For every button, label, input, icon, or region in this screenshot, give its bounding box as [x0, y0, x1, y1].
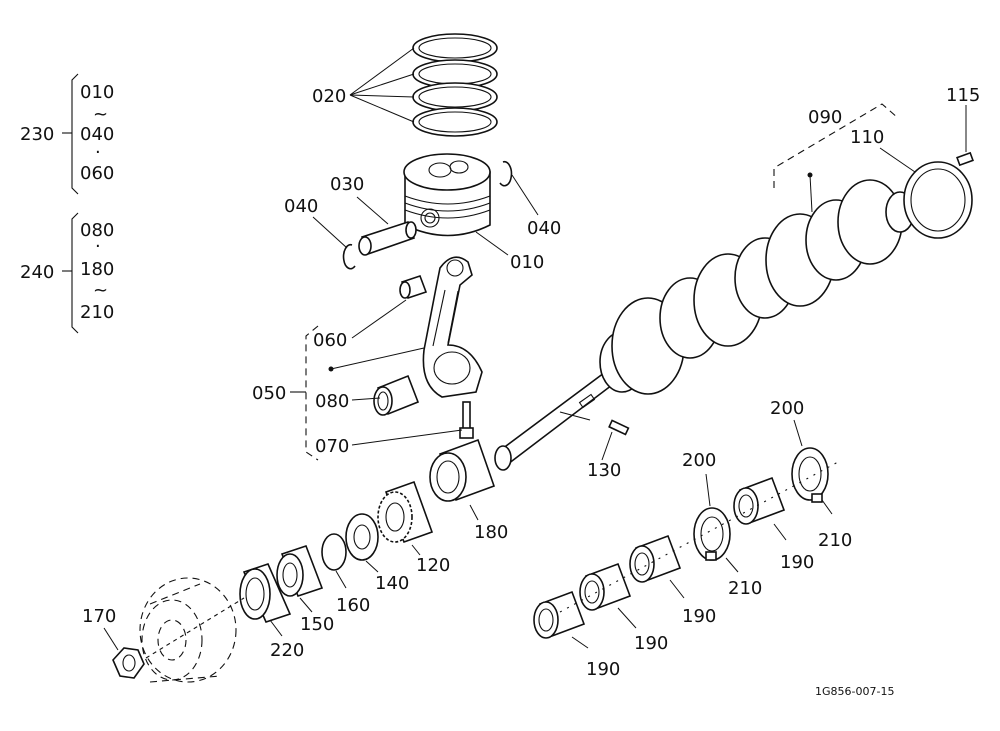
group-230-item: · — [95, 142, 101, 163]
label-080: 080 — [315, 391, 349, 412]
label-050: 050 — [252, 383, 286, 404]
group-240-item: 180 — [80, 259, 114, 280]
label-220: 220 — [270, 640, 304, 661]
main-bearing — [579, 562, 632, 611]
label-200-a: 200 — [682, 450, 716, 471]
crankshaft-pulley — [139, 577, 237, 683]
o-ring — [321, 533, 347, 571]
piston-ring-set — [412, 33, 498, 137]
piston — [403, 153, 491, 237]
group-230-label: 230 — [20, 124, 54, 145]
group-240-item: 080 — [80, 220, 114, 241]
crankshaft — [494, 179, 915, 471]
label-110: 110 — [850, 127, 884, 148]
thrust-washer — [693, 507, 731, 561]
label-140: 140 — [375, 573, 409, 594]
label-060: 060 — [313, 330, 347, 351]
group-240: 240 080 · 180 ~ 210 — [20, 212, 114, 334]
label-170: 170 — [82, 606, 116, 627]
group-230-item: 040 — [80, 124, 114, 145]
label-180: 180 — [474, 522, 508, 543]
oil-seal-front — [239, 563, 292, 623]
connecting-rod — [422, 256, 483, 398]
big-end-bearing — [373, 374, 420, 416]
group-240-item: 210 — [80, 302, 114, 323]
label-010: 010 — [510, 252, 544, 273]
label-070: 070 — [315, 436, 349, 457]
snap-ring-left — [342, 243, 356, 270]
feather-key — [608, 419, 630, 436]
label-190-d: 190 — [780, 552, 814, 573]
group-230: 230 010 ~ 040 · 060 — [20, 73, 114, 195]
label-115: 115 — [946, 85, 980, 106]
label-190-b: 190 — [634, 633, 668, 654]
group-240-item: ~ — [93, 280, 108, 301]
label-210-b: 210 — [818, 530, 852, 551]
group-230-item: ~ — [93, 104, 108, 125]
label-120: 120 — [416, 555, 450, 576]
group-230-item: 060 — [80, 163, 114, 184]
small-end-bush — [399, 274, 428, 300]
main-bearing — [733, 476, 786, 525]
label-200-b: 200 — [770, 398, 804, 419]
label-090: 090 — [808, 107, 842, 128]
label-160: 160 — [336, 595, 370, 616]
pulley-nut — [112, 647, 145, 679]
label-040-right: 040 — [527, 218, 561, 239]
sleeve — [276, 544, 324, 598]
label-190-a: 190 — [586, 659, 620, 680]
label-040-left: 040 — [284, 196, 318, 217]
drawing-code: 1G856-007-15 — [815, 685, 894, 698]
snap-ring-right — [499, 160, 513, 187]
label-130: 130 — [587, 460, 621, 481]
group-240-label: 240 — [20, 262, 54, 283]
front-bearing — [429, 438, 496, 502]
main-bearing — [533, 590, 586, 639]
label-210-a: 210 — [728, 578, 762, 599]
label-030: 030 — [330, 174, 364, 195]
rod-bolt — [459, 401, 474, 439]
group-230-item: 010 — [80, 82, 114, 103]
label-020: 020 — [312, 86, 346, 107]
group-240-item: · — [95, 236, 101, 257]
piston-pin — [358, 221, 417, 256]
oil-seal-rear — [903, 161, 973, 239]
collar — [345, 513, 379, 561]
crankshaft-gear — [377, 480, 434, 544]
main-bearing — [629, 534, 682, 583]
dowel-pin — [956, 151, 974, 167]
label-190-c: 190 — [682, 606, 716, 627]
thrust-washer — [791, 447, 829, 503]
label-150: 150 — [300, 614, 334, 635]
